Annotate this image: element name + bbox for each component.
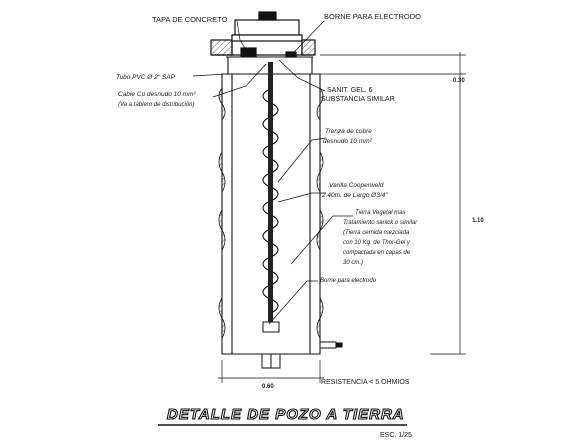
label-tierra-2: Tratamiento sanick o similar: [343, 220, 418, 226]
label-sanit-1: SANIT. GEL. 6: [327, 87, 373, 94]
dimension-top: 0.30: [453, 78, 465, 84]
label-borne-electrodo: BORNE PARA ELECTRODO: [324, 12, 421, 21]
label-varilla-1: Varilla Cooperweld: [329, 182, 384, 189]
label-trenza-1: Trenza de cobre: [325, 128, 372, 135]
label-tierra-6: 30 cm.): [343, 260, 363, 266]
label-sanit-2: SUBSTANCIA SIMILAR: [321, 96, 395, 103]
concrete-cover: [210, 11, 316, 58]
dimension-lines: [218, 52, 466, 383]
well-shaft: [221, 56, 321, 355]
label-tierra-3: (Tierra cernida mezclada: [343, 230, 410, 236]
label-borne-bottom: Borne para electrodo: [320, 278, 377, 284]
label-trenza-2: desnudo 10 mm²: [323, 138, 373, 145]
dimension-height: 1.10: [472, 218, 484, 224]
dimension-width: 0.60: [262, 384, 274, 390]
resistance-note: RESISTENCIA < 5 OHMIOS: [321, 379, 410, 386]
label-tubo-pvc: Tubo PVC Ø 2" SAP: [116, 74, 176, 81]
label-tierra-4: con 10 Kg. de Thor-Gel y: [343, 240, 411, 246]
leader-lines: [192, 20, 353, 325]
label-cable-1: Cable Cu desnudo 10 mm²: [118, 91, 197, 98]
label-tierra-1: Tierra Vegetal mas: [355, 210, 405, 216]
soil-bands: [218, 86, 324, 340]
drawing-scale: ESC. 1/25: [380, 432, 412, 439]
label-cable-2: (Va a tablero de distribución): [118, 102, 195, 108]
label-varilla-2: 2.40m. de Largo Ø3/4": [321, 192, 388, 199]
drawing-title: DETALLE DE POZO A TIERRA: [167, 406, 405, 423]
bottom-terminal: [261, 341, 343, 369]
label-tierra-5: compactada en capas de: [343, 250, 411, 256]
label-tapa: TAPA DE CONCRETO: [152, 15, 228, 24]
ground-rod: [262, 62, 280, 333]
